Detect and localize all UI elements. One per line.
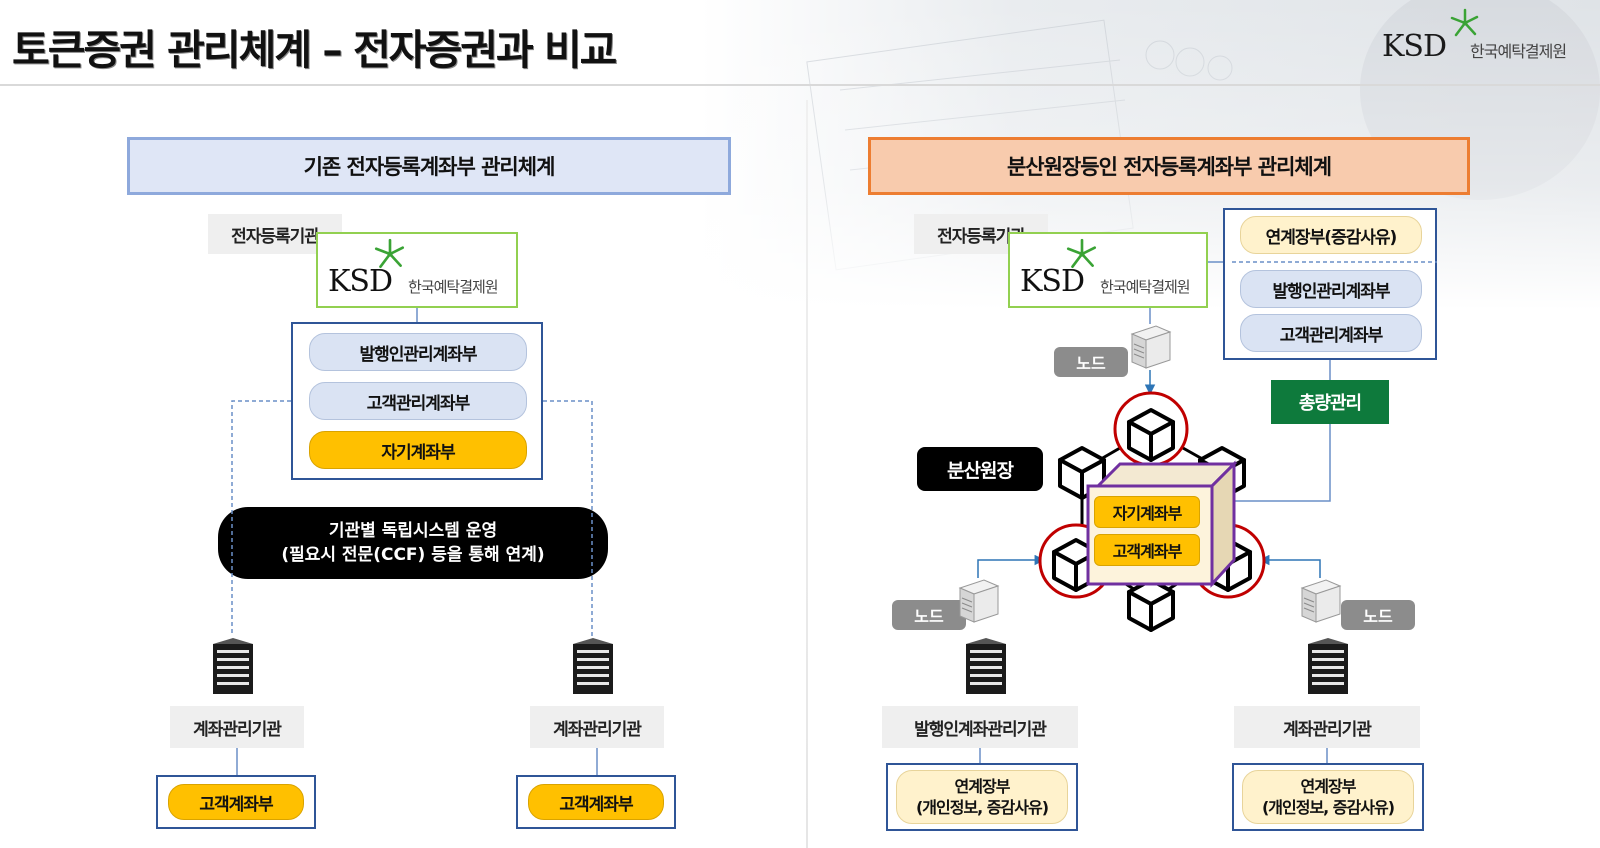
node-label-right: 노드 [1341,600,1415,630]
right-section-header: 분산원장등인 전자등록계좌부 관리체계 [868,137,1470,195]
system-line-1: 기관별 독립시스템 운영 [328,521,498,541]
right-linked-ledger-reason-pill: 연계장부(증감사유) [1240,216,1422,254]
right-customer-mgmt-account-pill: 고객관리계좌부 [1240,314,1422,352]
distributed-ledger-label: 분산원장 [917,447,1043,491]
building-icon [213,638,253,694]
left-customer-account-pill-1: 고객계좌부 [168,784,304,820]
left-issuer-account-pill: 발행인관리계좌부 [309,333,527,371]
section-divider [806,100,808,848]
right-ksd-org: 한국예탁결제원 [1100,278,1191,296]
right-ksd-box: KSD 한국예탁결제원 [1008,232,1208,308]
ksd-spark-icon [374,238,405,269]
node-label-left: 노드 [892,600,966,630]
ksd-spark-icon [1450,8,1479,37]
cube-own-account-pill: 자기계좌부 [1094,496,1200,528]
left-customer-account-pill-2: 고객계좌부 [528,784,664,820]
building-icon [1308,638,1348,694]
brand-org: 한국예탁결제원 [1470,42,1567,61]
left-customer-mgmt-account-pill: 고객관리계좌부 [309,382,527,420]
linked-ledger-left-line2: (개인정보, 증감사유) [915,798,1049,817]
right-ksd-text: KSD [1020,264,1085,299]
left-own-account-pill: 자기계좌부 [309,431,527,469]
total-management-box: 총량관리 [1271,380,1389,424]
issuer-institution-label: 발행인계좌관리기관 [882,706,1078,748]
linked-ledger-left-line1: 연계장부 [954,777,1011,796]
linked-ledger-right-line2: (개인정보, 증감사유) [1261,798,1395,817]
node-rings [1038,391,1266,599]
server-icon [958,579,1000,623]
left-ksd-box: KSD 한국예탁결제원 [316,232,518,308]
page-title: 토큰증권 관리체계 – 전자증권과 비교 [12,26,617,74]
brand-ksd: KSD [1382,29,1447,64]
ksd-spark-icon [1066,238,1097,269]
linked-ledger-right-line1: 연계장부 [1300,777,1357,796]
building-icon [573,638,613,694]
server-icon [1130,325,1172,369]
left-ksd-text: KSD [328,264,393,299]
left-section-header: 기존 전자등록계좌부 관리체계 [127,137,731,195]
right-institution-label: 계좌관리기관 [1234,706,1420,748]
left-institution-label-1: 계좌관리기관 [170,706,304,748]
left-institution-label-2: 계좌관리기관 [530,706,664,748]
linked-ledger-pill-left: 연계장부 (개인정보, 증감사유) [896,770,1068,824]
independent-system-box: 기관별 독립시스템 운영 (필요시 전문(CCF) 등을 통해 연계) [218,507,608,579]
node-label-top: 노드 [1054,347,1128,377]
left-ksd-org: 한국예탁결제원 [408,278,499,296]
brand-logo: KSD 한국예탁결제원 [1382,24,1567,64]
cube-customer-account-pill: 고객계좌부 [1094,534,1200,566]
server-icon [1300,579,1342,623]
linked-ledger-pill-right: 연계장부 (개인정보, 증감사유) [1242,770,1414,824]
right-registrar-label: 전자등록기관 [914,214,1048,254]
right-issuer-account-pill: 발행인관리계좌부 [1240,270,1422,308]
header-divider [0,84,1600,86]
system-line-2: (필요시 전문(CCF) 등을 통해 연계) [281,545,545,565]
building-icon [966,638,1006,694]
